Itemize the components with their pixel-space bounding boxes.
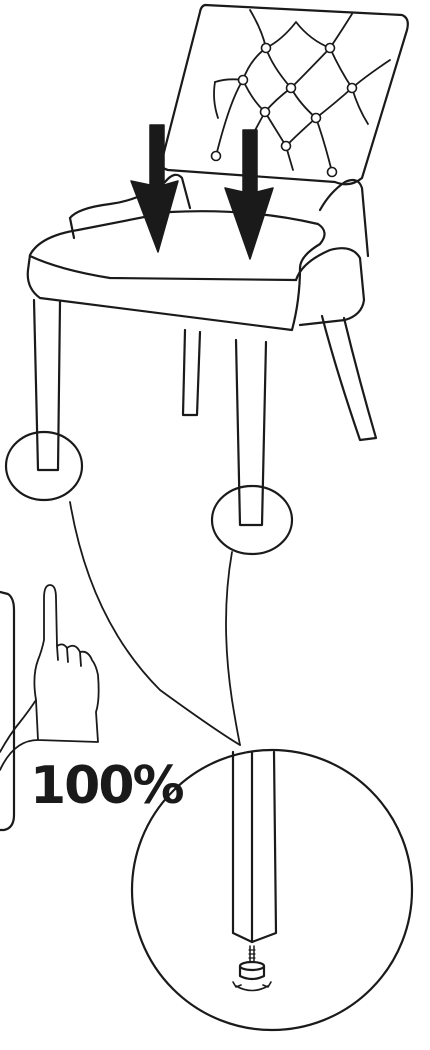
press-down-arrow-right (225, 130, 273, 259)
detail-leg (233, 752, 276, 942)
percentage-label: 100% (30, 760, 183, 812)
leveling-glide (240, 946, 264, 979)
backrest-tufting (214, 10, 390, 172)
leg-tip-callout-left (6, 432, 82, 500)
instruction-panel (0, 592, 14, 830)
chair-backrest (162, 5, 408, 184)
chair-armrests (70, 175, 368, 256)
press-down-arrow-left (131, 125, 178, 252)
leg-tip-callout-right (212, 486, 292, 554)
callout-connector-lines (70, 502, 240, 745)
chair-legs (34, 300, 376, 525)
rotate-arrows-icon (233, 982, 271, 991)
chair-seat (28, 211, 364, 330)
tufting-buttons (212, 44, 357, 177)
